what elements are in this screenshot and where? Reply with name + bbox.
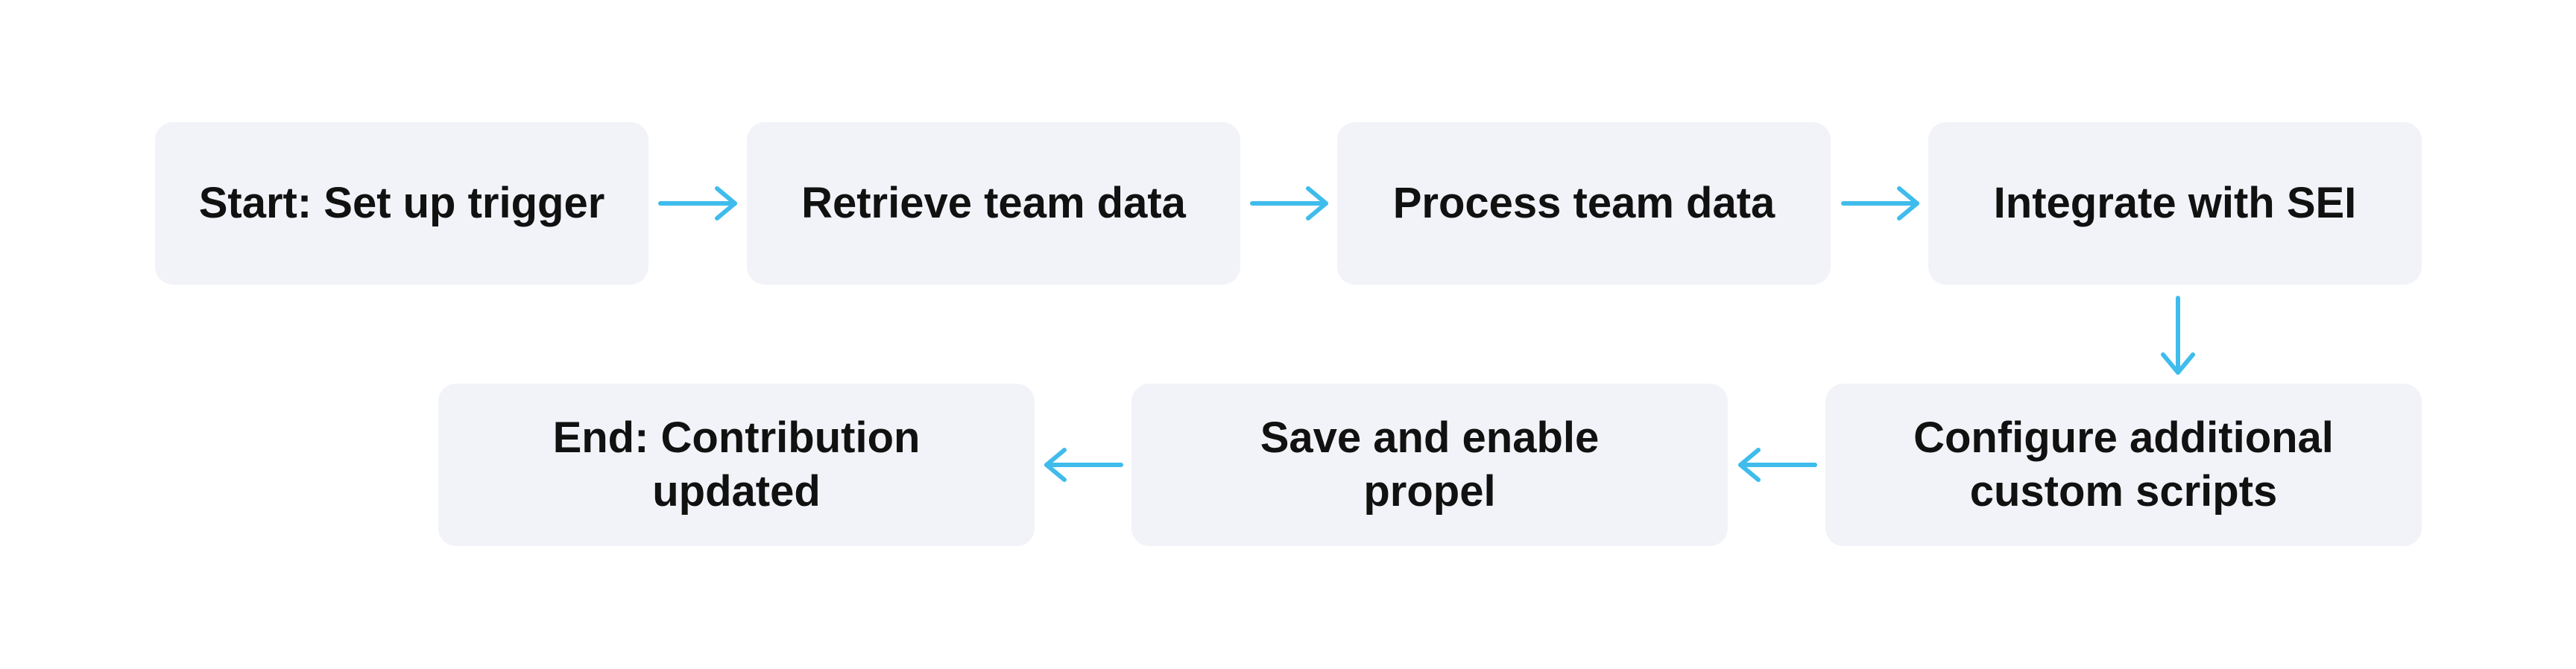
- arrow-n5-n6: [1738, 448, 1817, 482]
- node-label: Configure additional custom scripts: [1913, 413, 2334, 516]
- arrow-n6-n7: [1044, 448, 1123, 482]
- node-retrieve-team-data: Retrieve team data: [747, 122, 1240, 285]
- node-configure-custom-scripts: Configure additional custom scripts: [1825, 384, 2422, 546]
- node-start-set-up-trigger: Start: Set up trigger: [155, 122, 648, 285]
- arrow-n4-n5: [2161, 296, 2195, 375]
- node-label: Process team data: [1392, 179, 1775, 227]
- node-process-team-data: Process team data: [1337, 122, 1831, 285]
- node-save-and-enable-propel: Save and enable propel: [1131, 384, 1728, 546]
- arrow-n1-n2: [658, 186, 737, 221]
- node-integrate-with-sei: Integrate with SEI: [1928, 122, 2422, 285]
- node-end-contribution-updated: End: Contribution updated: [438, 384, 1035, 546]
- node-label: Save and enable propel: [1260, 413, 1600, 516]
- arrow-n3-n4: [1841, 186, 1919, 221]
- node-label: Retrieve team data: [801, 179, 1186, 227]
- node-label: Integrate with SEI: [1993, 179, 2357, 227]
- node-label: End: Contribution updated: [552, 413, 921, 516]
- node-label: Start: Set up trigger: [198, 179, 605, 227]
- arrow-n2-n3: [1250, 186, 1328, 221]
